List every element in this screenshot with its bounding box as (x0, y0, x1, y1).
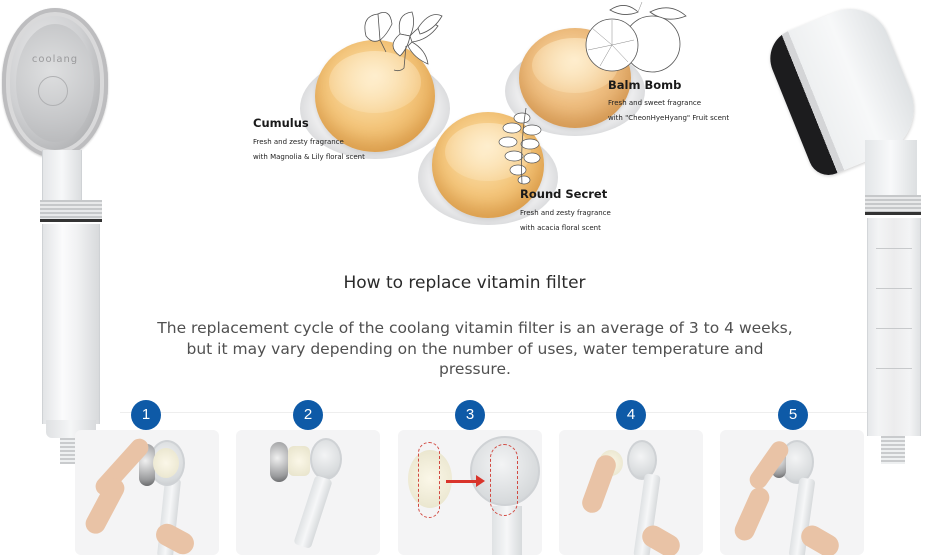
step-2-image (236, 430, 380, 555)
scent-description-cumulus: Fresh and zesty fragrance with Magnolia … (253, 135, 365, 165)
scent-name-cumulus: Cumulus (253, 116, 309, 130)
scent-description-line: Fresh and zesty fragrance (253, 138, 344, 146)
scent-name-balm-bomb: Balm Bomb (608, 78, 682, 92)
scent-description-line: with Magnolia & Lily floral scent (253, 153, 365, 161)
scent-description-balm-bomb: Fresh and sweet fragrance with "CheonHye… (608, 96, 729, 126)
left-shower-head-image: coolang (0, 0, 112, 470)
scent-description-line: Fresh and sweet fragrance (608, 99, 702, 107)
shower-handle (42, 224, 100, 424)
scent-name-round-secret: Round Secret (520, 187, 608, 201)
step-3-image (398, 430, 542, 555)
step-5-image (720, 430, 864, 555)
shower-head-face: coolang (2, 8, 108, 158)
right-shower-head-image (761, 0, 929, 470)
orange-fruit-icon (585, 1, 687, 73)
step-1-image (75, 430, 219, 555)
shower-handle (867, 218, 921, 436)
scent-description-line: with "CheonHyeHyang" Fruit scent (608, 114, 730, 122)
scent-description-round-secret: Fresh and zesty fragrance with acacia fl… (520, 206, 611, 236)
steps-divider (120, 412, 867, 413)
replacement-cycle-description: The replacement cycle of the coolang vit… (157, 319, 793, 378)
step-4-image (559, 430, 703, 555)
filter-cumulus-image (300, 40, 450, 180)
hose-thread (881, 436, 905, 464)
step-badge-4: 4 (616, 400, 646, 430)
scent-description-line: Fresh and zesty fragrance (520, 209, 611, 217)
step-badge-3: 3 (455, 400, 485, 430)
step-badge-1: 1 (131, 400, 161, 430)
lily-flower-icon (364, 11, 443, 72)
brand-mark: coolang (31, 54, 79, 65)
scent-description-line: with acacia floral scent (520, 224, 601, 232)
acacia-flower-icon (498, 107, 542, 185)
section-title: How to replace vitamin filter (343, 273, 586, 293)
step-badge-5: 5 (778, 400, 808, 430)
step-badge-2: 2 (293, 400, 323, 430)
